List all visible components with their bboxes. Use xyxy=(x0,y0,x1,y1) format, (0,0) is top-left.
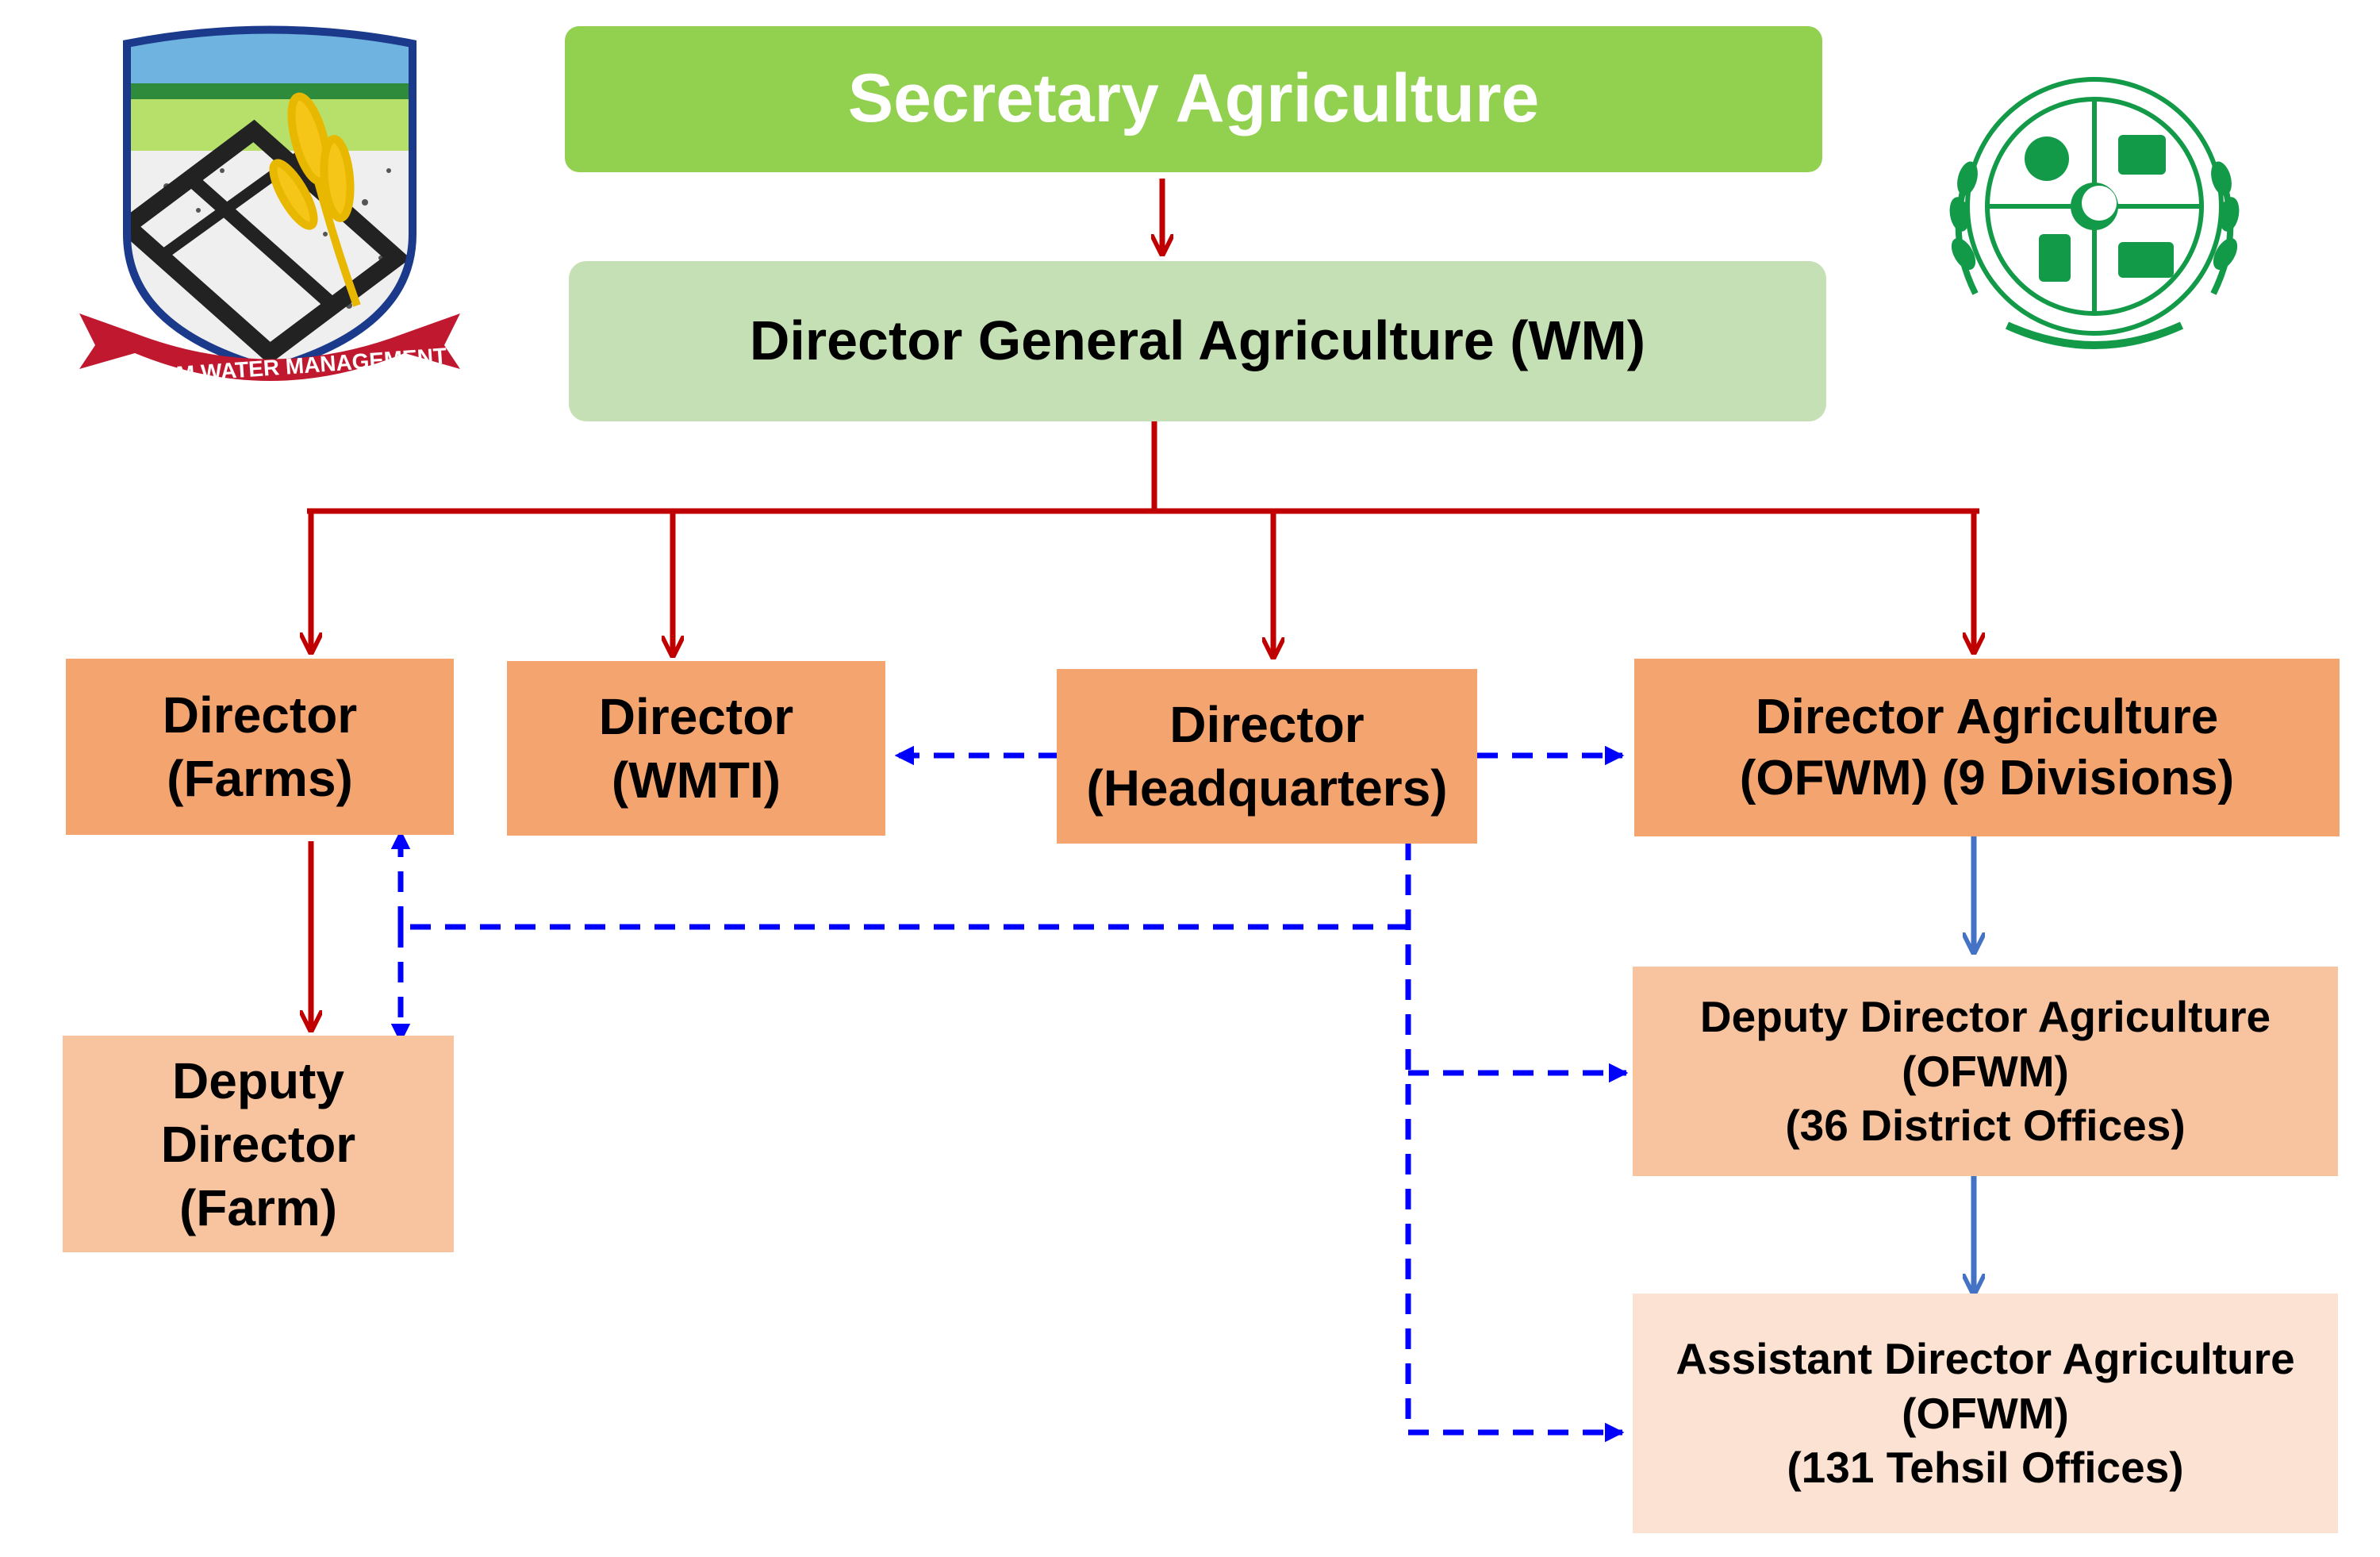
node-label-line: Director Agriculture xyxy=(1755,689,2219,744)
node-label-line: (Headquarters) xyxy=(1086,759,1448,817)
node-director-farms: Director (Farms) xyxy=(66,659,454,835)
node-label-line: Deputy Director Agriculture xyxy=(1699,991,2271,1041)
node-label-line: Director General Agriculture (WM) xyxy=(749,309,1646,372)
node-assistant-director-agriculture-ofwm: Assistant Director Agriculture(OFWM)(131… xyxy=(1633,1294,2338,1533)
node-label-line: (OFWM) (9 Divisions) xyxy=(1739,751,2235,805)
ofwm-shield-logo-icon: ON FARM WATER MANAGEMENT xyxy=(79,25,460,393)
node-director-headquarters: Director (Headquarters) xyxy=(1057,669,1477,844)
node-label-line: (WMTI) xyxy=(611,752,781,809)
node-secretary-agriculture: Secretary Agriculture xyxy=(565,26,1822,172)
node-label-line: Director xyxy=(598,688,794,745)
punjab-agriculture-seal-icon xyxy=(1949,77,2240,349)
node-label-line: Director xyxy=(1169,696,1365,753)
node-label-line: (36 District Offices) xyxy=(1785,1101,2186,1151)
node-deputy-director-agriculture-ofwm: Deputy Director Agriculture(OFWM)(36 Dis… xyxy=(1633,967,2338,1176)
node-label-line: Deputy xyxy=(172,1051,344,1109)
node-label-line: Secretary Agriculture xyxy=(847,60,1540,137)
node-label-line: Assistant Director Agriculture xyxy=(1676,1333,2295,1383)
node-label-line: Director xyxy=(162,686,358,744)
node-label-line: (OFWM) xyxy=(1902,1046,2069,1096)
node-label-line: (OFWM) xyxy=(1902,1388,2069,1438)
node-label-line: (131 Tehsil Offices) xyxy=(1787,1443,2184,1493)
node-label-line: (Farms) xyxy=(167,750,353,807)
node-director-agriculture-ofwm: Director Agriculture (OFWM) (9 Divisions) xyxy=(1634,659,2340,836)
node-director-wmti: Director (WMTI) xyxy=(507,661,885,836)
node-label-line: Director xyxy=(160,1115,356,1173)
node-director-general-agriculture: Director General Agriculture (WM) xyxy=(569,261,1826,421)
node-label-line: (Farm) xyxy=(178,1178,338,1236)
